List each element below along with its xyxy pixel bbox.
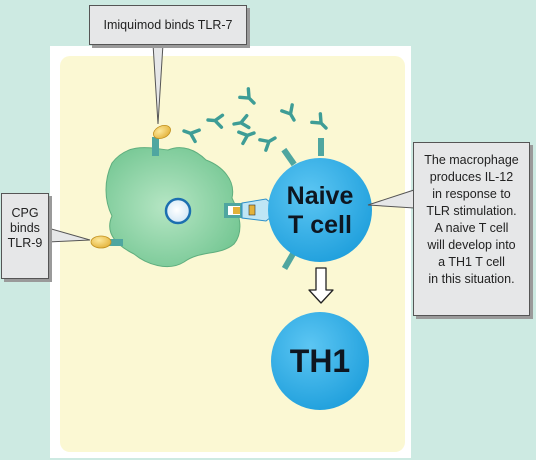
callout-tlr9: CPG binds TLR-9: [1, 193, 49, 279]
callout-macrophage-line: The macrophage: [424, 153, 519, 167]
callout-macrophage-line: in this situation.: [428, 272, 515, 286]
t-cell-receptor: [281, 147, 297, 167]
callout-tlr7: Imiquimod binds TLR-7: [89, 5, 247, 45]
callout-tlr9-line: binds: [10, 221, 40, 235]
down-arrow-icon: [308, 267, 334, 304]
callout-macrophage: The macrophage produces IL-12 in respons…: [413, 142, 530, 316]
naive-t-cell: [268, 158, 372, 262]
callout-macrophage-line: a TH1 T cell: [438, 255, 505, 269]
naive-t-cell-label-line2: T cell: [288, 211, 352, 239]
macrophage-nucleus: [164, 197, 192, 225]
callout-macrophage-line: in response to: [432, 187, 511, 201]
callout-macrophage-line: A naive T cell: [434, 221, 509, 235]
callout-tlr7-text: Imiquimod binds TLR-7: [103, 18, 233, 32]
callout-macrophage-line: TLR stimulation.: [426, 204, 517, 218]
callout-macrophage-line: will develop into: [427, 238, 516, 252]
callout-tlr9-line: CPG: [11, 206, 39, 220]
callout-tlr9-line: TLR-9: [7, 236, 43, 250]
imiquimod-ligand: [153, 124, 171, 140]
naive-t-cell-label-line1: Naive: [287, 182, 354, 210]
t-cell-receptor: [318, 138, 324, 156]
callout-macrophage-line: produces IL-12: [429, 170, 514, 184]
th1-cell-label: TH1: [290, 343, 350, 379]
cpg-ligand: [90, 235, 112, 249]
th1-cell: [271, 312, 369, 410]
tlr7-receptor: [152, 137, 159, 156]
